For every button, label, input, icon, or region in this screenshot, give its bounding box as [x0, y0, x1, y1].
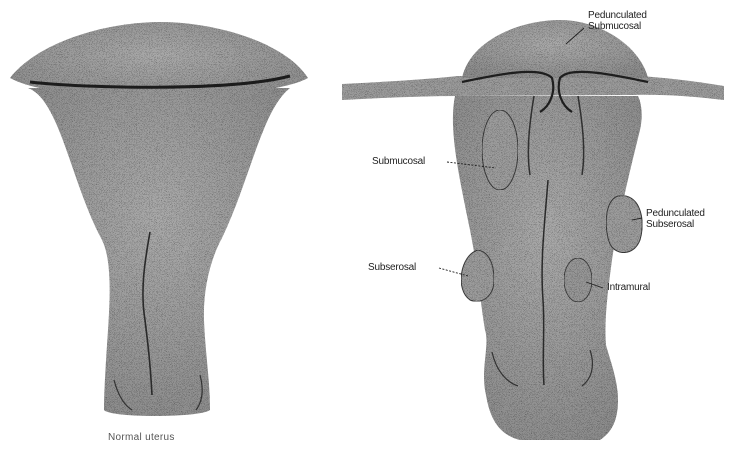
- fibroid-uterus: [342, 20, 724, 440]
- intramural-fibroid: [564, 258, 592, 302]
- normal-uterus: [10, 22, 308, 416]
- normal-uterus-body: [28, 88, 290, 416]
- label-pedunculated-subserosal-line1: Pedunculated: [646, 208, 730, 219]
- label-pedunculated-submucosal-top: Pedunculated Submucosal: [588, 10, 678, 32]
- label-intramural: Intramural: [607, 282, 650, 293]
- pedunculated-subserosal-fibroid: [606, 196, 642, 253]
- label-submucosal: Submucosal: [372, 156, 425, 167]
- label-subserosal: Subserosal: [368, 262, 416, 273]
- caption-normal-uterus: Normal uterus: [108, 432, 175, 443]
- label-pedunculated-submucosal-top-line2: Submucosal: [588, 21, 678, 32]
- label-pedunculated-subserosal: Pedunculated Subserosal: [646, 208, 730, 230]
- label-pedunculated-subserosal-line2: Subserosal: [646, 219, 730, 230]
- label-pedunculated-submucosal-top-line1: Pedunculated: [588, 10, 678, 21]
- submucosal-fibroid: [482, 110, 518, 190]
